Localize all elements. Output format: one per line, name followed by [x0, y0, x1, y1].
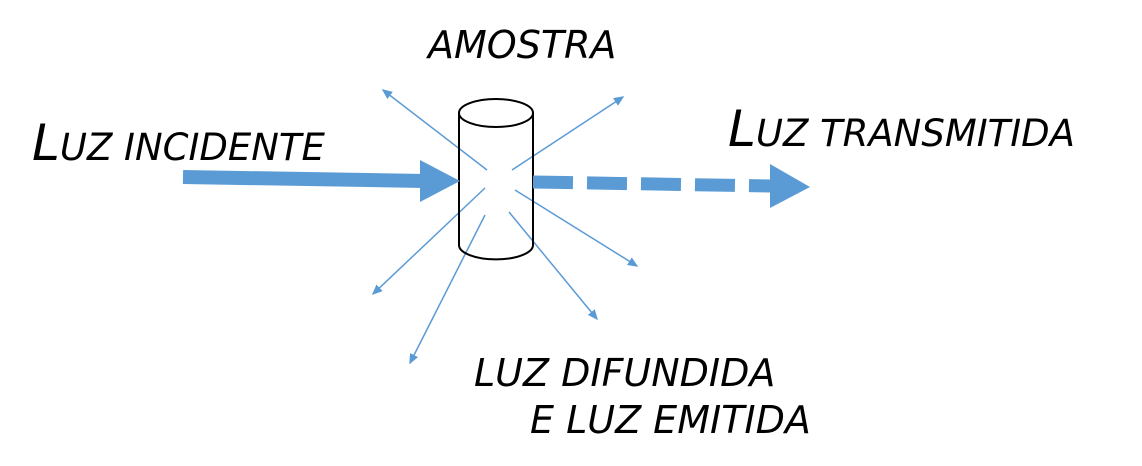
transmitted-initial: L: [728, 100, 756, 158]
scatter-ray-up-right: [511, 96, 625, 171]
scattered-light-label-line2: E LUZ EMITIDA: [530, 398, 811, 442]
incident-beam-arrow: [182, 160, 460, 202]
incident-rest: UZ INCIDENTE: [60, 126, 326, 169]
sample-cylinder: [458, 98, 534, 261]
scattered-light-label-line1: LUZ DIFUNDIDA: [474, 351, 775, 395]
scattered-rays: [371, 89, 639, 365]
incident-light-label: LUZ INCIDENTE: [32, 114, 326, 172]
cylinder-body: [458, 113, 534, 261]
sample-label: AMOSTRA: [425, 23, 616, 67]
transmitted-light-label: LUZ TRANSMITIDA: [728, 100, 1075, 158]
scatter-ray-down-left-steep: [409, 214, 486, 365]
transmitted-beam-arrow: [532, 164, 810, 208]
incident-initial: L: [32, 114, 60, 172]
scatter-ray-down-left: [371, 187, 486, 296]
transmitted-rest: UZ TRANSMITIDA: [756, 112, 1075, 155]
scatter-ray-up-left: [381, 89, 488, 171]
scatter-ray-down-right: [514, 189, 639, 267]
cylinder-top: [458, 98, 534, 128]
scatter-ray-down-right-steep: [508, 211, 598, 321]
